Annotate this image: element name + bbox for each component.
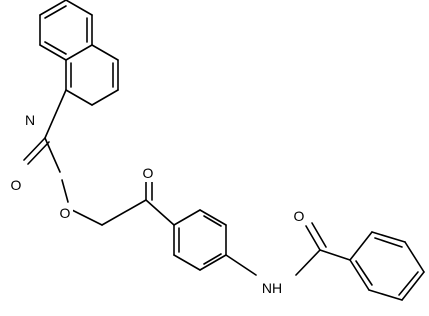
bond: [199, 209, 227, 226]
bond: [39, 0, 67, 16]
bond: [173, 209, 201, 226]
quinoline-benzo-ring: [39, 0, 93, 61]
atom-label-o-ester-carbonyl: O: [8, 176, 24, 194]
atom-label-nh-amide: NH: [255, 279, 289, 297]
phenyl-ring: [349, 231, 425, 301]
bond: [199, 254, 227, 271]
o-label: O: [143, 165, 154, 181]
n-label: N: [25, 112, 35, 128]
bond: [39, 44, 67, 61]
bond: [368, 289, 403, 301]
bond: [349, 231, 373, 261]
double-bond-inner: [203, 253, 222, 265]
double-bond-inner: [374, 237, 403, 248]
bond: [91, 89, 119, 106]
atom-label-o-ketone: O: [140, 164, 156, 182]
bond: [295, 249, 321, 276]
nh-label: NH: [262, 280, 282, 296]
double-bond-inner: [203, 215, 222, 227]
bond: [65, 89, 93, 106]
o-label: O: [294, 208, 305, 224]
ester-group: [23, 89, 103, 226]
bond: [145, 199, 175, 226]
bond: [71, 209, 103, 226]
ketone-group: [101, 179, 175, 226]
double-bond-inner: [44, 5, 67, 19]
atom-label-n-quinoline: N: [22, 111, 38, 129]
bond: [44, 137, 61, 173]
bond: [91, 44, 119, 61]
o-label: O: [11, 177, 22, 193]
double-bond-inner: [355, 260, 373, 286]
o-label: O: [60, 205, 71, 221]
double-bond-inner: [398, 271, 419, 296]
bond: [65, 0, 93, 16]
bond: [349, 259, 370, 291]
double-bond-inner: [27, 141, 50, 165]
bond: [173, 254, 201, 271]
bond: [225, 254, 257, 276]
bond: [401, 271, 425, 301]
bond: [44, 89, 67, 139]
bond: [305, 225, 321, 251]
double-bond-inner: [44, 41, 67, 55]
amide-group: [225, 222, 351, 276]
atom-label-o-amide: O: [291, 207, 307, 225]
bond: [23, 137, 46, 161]
double-bond-inner: [311, 222, 327, 248]
quinoline-pyridine-ring: [65, 44, 119, 106]
bond: [404, 241, 425, 273]
bond: [319, 249, 351, 261]
phenylene-ring: [173, 209, 227, 271]
bond: [371, 231, 406, 243]
bond: [61, 179, 69, 203]
atom-label-o-ester-link: O: [57, 204, 73, 222]
bond: [65, 44, 93, 61]
bond: [101, 199, 147, 226]
